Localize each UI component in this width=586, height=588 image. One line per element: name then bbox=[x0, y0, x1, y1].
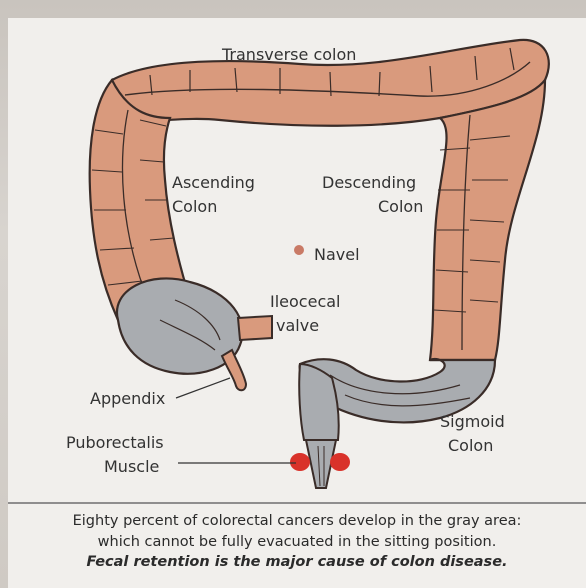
label-ascending-1: Ascending bbox=[172, 173, 255, 192]
label-descending-2: Colon bbox=[378, 197, 423, 216]
descending-colon-shape bbox=[430, 80, 545, 360]
label-ascending-2: Colon bbox=[172, 197, 217, 216]
label-puborectalis-2: Muscle bbox=[104, 457, 159, 476]
label-ileocecal-1: Ileocecal bbox=[270, 292, 340, 311]
label-descending-1: Descending bbox=[322, 173, 416, 192]
label-sigmoid-2: Colon bbox=[448, 436, 493, 455]
puborectalis-muscle-right bbox=[330, 453, 350, 471]
caption-line-1: Eighty percent of colorectal cancers dev… bbox=[8, 511, 586, 532]
label-navel: Navel bbox=[314, 245, 360, 264]
label-appendix: Appendix bbox=[90, 389, 165, 408]
puborectalis-muscle-left bbox=[290, 453, 310, 471]
appendix-shape bbox=[222, 350, 246, 390]
caption-line-2: which cannot be fully evacuated in the s… bbox=[8, 532, 586, 553]
label-sigmoid-1: Sigmoid bbox=[440, 412, 505, 431]
navel-dot bbox=[294, 245, 304, 255]
caption-emphasis: Fecal retention is the major cause of co… bbox=[8, 554, 586, 570]
ileocecal-valve-shape bbox=[238, 316, 272, 340]
label-puborectalis-1: Puborectalis bbox=[66, 433, 164, 452]
label-transverse-colon: Transverse colon bbox=[221, 45, 356, 64]
caption-text: Eighty percent of colorectal cancers dev… bbox=[8, 511, 586, 553]
label-ileocecal-2: valve bbox=[276, 316, 319, 335]
appendix-pointer bbox=[176, 378, 230, 398]
